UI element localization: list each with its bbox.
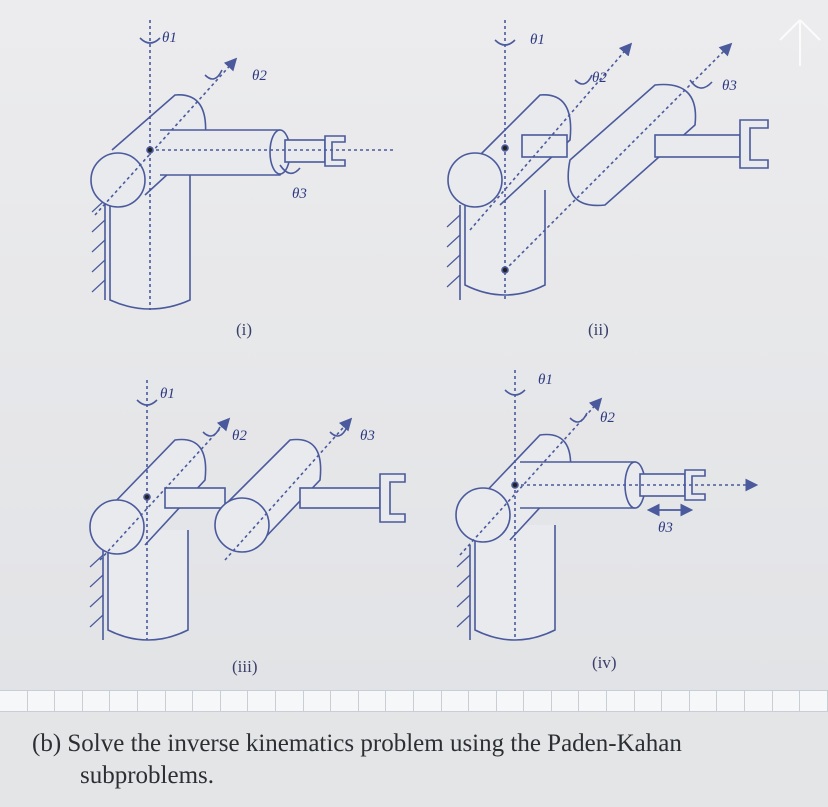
question-line-2: subproblems. bbox=[80, 762, 215, 789]
text-box-divider bbox=[0, 690, 828, 712]
panel-iv-label-theta2: θ2 bbox=[600, 410, 615, 426]
figure-svg: θ1 θ2 θ3 θ1 θ2 θ3 θ1 θ2 θ3 θ1 θ2 θ3 (i) … bbox=[89, 20, 769, 676]
panel-ii-robot bbox=[446, 20, 769, 300]
panel-ii-label-theta1: θ1 bbox=[530, 32, 545, 48]
panel-iii-label-theta2: θ2 bbox=[232, 428, 247, 444]
panel-ii-label-theta3: θ3 bbox=[722, 78, 737, 94]
panel-ii-caption: (ii) bbox=[588, 320, 609, 339]
upload-arrow-icon[interactable] bbox=[772, 14, 828, 70]
panel-i-robot bbox=[90, 20, 395, 310]
panel-i-label-theta2: θ2 bbox=[252, 68, 267, 84]
panel-iv-label-theta1: θ1 bbox=[538, 372, 553, 388]
panel-iii-label-theta1: θ1 bbox=[160, 386, 175, 402]
question-line-1: (b) Solve the inverse kinematics problem… bbox=[32, 730, 682, 757]
robot-configurations-figure: θ1 θ2 θ3 θ1 θ2 θ3 θ1 θ2 θ3 θ1 θ2 θ3 (i) … bbox=[0, 0, 828, 690]
panel-ii-label-theta2: θ2 bbox=[592, 70, 607, 86]
panel-iv-robot bbox=[455, 370, 759, 641]
panel-iv-label-theta3: θ3 bbox=[658, 520, 673, 536]
panel-iv-caption: (iv) bbox=[592, 653, 617, 672]
question-text: (b) Solve the inverse kinematics problem… bbox=[0, 712, 828, 807]
panel-iii-label-theta3: θ3 bbox=[360, 428, 375, 444]
panel-i-caption: (i) bbox=[236, 320, 252, 339]
panel-i-label-theta1: θ1 bbox=[162, 30, 177, 46]
panel-i-label-theta3: θ3 bbox=[292, 186, 307, 202]
panel-iii-caption: (iii) bbox=[232, 657, 258, 676]
panel-iii-robot bbox=[89, 380, 406, 641]
